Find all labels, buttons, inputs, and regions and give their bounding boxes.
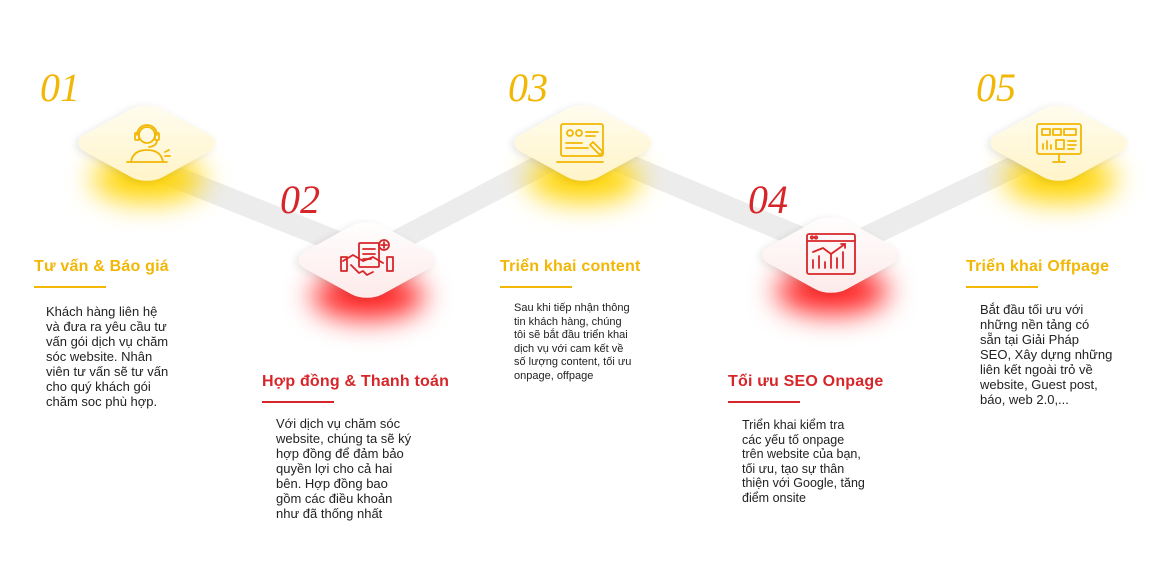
title-underline (728, 401, 800, 403)
step-number: 03 (508, 65, 548, 110)
title-underline (262, 401, 334, 403)
description-line: những nền tảng có (980, 317, 1090, 332)
step-tile (69, 88, 225, 202)
description-line: Triển khai kiểm tra (742, 418, 845, 432)
step-title: Tư vấn & Báo giá (34, 258, 169, 275)
description-line: liên kết ngoài trỏ về (980, 362, 1093, 377)
description-line: hợp đồng để đảm bảo (276, 446, 404, 461)
description-line: SEO, Xây dựng những (980, 347, 1113, 362)
description-line: sóc website. Nhân (46, 349, 153, 364)
description-line: như đã thống nhất (276, 506, 383, 521)
description-line: điểm onsite (742, 490, 806, 505)
description-line: thiện với Google, tăng (742, 476, 865, 490)
description-line: cho quý khách gói (46, 379, 151, 394)
description-line: dịch vụ với cam kết về (514, 342, 624, 355)
step-description: Bắt đầu tối ưu với những nền tảng có sẵn… (980, 302, 1112, 407)
step-description: Khách hàng liên hệ và đưa ra yêu cầu tư … (46, 304, 168, 409)
step-description: Sau khi tiếp nhận thông tin khách hàng, … (514, 302, 631, 383)
description-line: Sau khi tiếp nhận thông (514, 302, 630, 314)
step-title: Triển khai content (500, 258, 641, 275)
description-line: báo, web 2.0,... (980, 392, 1069, 407)
title-underline (966, 286, 1038, 288)
step-number: 05 (976, 65, 1016, 110)
description-line: viên tư vấn sẽ tư vấn (46, 364, 169, 379)
description-line: Khách hàng liên hệ (46, 304, 158, 319)
description-line: tối ưu, tạo sự thân (742, 461, 845, 476)
description-line: tin khách hàng, chúng (514, 315, 622, 328)
step-tile (289, 205, 445, 319)
content-writing-icon (556, 123, 604, 163)
description-line: gồm các điều khoản (276, 491, 393, 506)
step-number: 01 (40, 65, 80, 110)
title-underline (34, 286, 106, 288)
step-tile (981, 88, 1137, 202)
consultant-headset-icon (126, 124, 171, 163)
description-line: bên. Hợp đồng bao (276, 476, 388, 491)
description-line: onpage, offpage (514, 369, 594, 382)
step-title: Hợp đồng & Thanh toán (262, 373, 450, 390)
description-line: website, Guest post, (980, 377, 1098, 392)
description-line: Với dịch vụ chăm sóc (276, 416, 401, 431)
description-line: website, chúng ta sẽ ký (276, 431, 412, 446)
description-line: chăm soc phù hợp. (46, 394, 158, 409)
dashboard-monitor-icon (1036, 123, 1082, 163)
description-line: Bắt đầu tối ưu với (980, 302, 1084, 317)
handshake-contract-icon (340, 239, 394, 276)
analytics-chart-icon (806, 233, 856, 275)
step-number: 02 (280, 177, 320, 222)
step-tile (753, 200, 909, 314)
description-line: trên website của bạn, (742, 447, 861, 461)
description-line: số lượng content, tối ưu (514, 356, 632, 368)
title-underline (500, 286, 572, 288)
description-line: và đưa ra yêu cầu tư (46, 319, 167, 334)
step-number: 04 (748, 177, 788, 222)
description-line: sẵn tại Giải Pháp (980, 332, 1080, 347)
step-description: Với dịch vụ chăm sóc website, chúng ta s… (276, 416, 411, 521)
description-line: tôi sẽ bắt đầu triển khai (514, 329, 628, 341)
step-tile (505, 88, 661, 202)
description-line: các yếu tố onpage (742, 432, 845, 447)
description-line: vấn gói dịch vụ chăm (46, 334, 169, 349)
step-title: Tối ưu SEO Onpage (728, 373, 884, 390)
step-title: Triển khai Offpage (966, 258, 1110, 275)
description-line: quyền lợi cho cả hai (276, 461, 393, 476)
step-description: Triển khai kiểm tra các yếu tố onpage tr… (742, 418, 865, 505)
